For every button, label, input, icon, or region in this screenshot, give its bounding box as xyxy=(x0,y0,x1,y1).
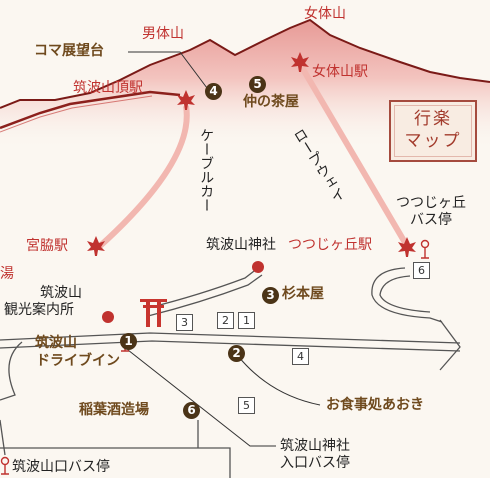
box-1: 1 xyxy=(238,312,255,329)
label-inaba-brewery[interactable]: 稲葉酒造場 xyxy=(79,402,149,418)
peak-nyotai: 女体山 xyxy=(304,6,346,22)
torii-icon xyxy=(140,299,167,327)
road-right-branch xyxy=(439,319,461,371)
label-miyawaki-station[interactable]: 宮脇駅 xyxy=(26,238,68,254)
leader-koma xyxy=(128,51,208,89)
ropeway-route xyxy=(297,62,410,248)
label-oshokuji-aoki[interactable]: お食事処あおき xyxy=(326,397,424,413)
marker-3[interactable]: 3 xyxy=(262,287,279,304)
cable-car-label: ケーブルカー xyxy=(198,128,215,212)
label-tsukuba-summit-station[interactable]: 筑波山頂駅 xyxy=(73,80,143,96)
marker-6[interactable]: 6 xyxy=(183,402,200,419)
label-onsen-partial: 湯 xyxy=(0,266,14,282)
label-shrine-bus-2[interactable]: 入口バス停 xyxy=(280,455,350,471)
road-main-2 xyxy=(0,340,461,352)
marker-5[interactable]: 5 xyxy=(249,76,266,93)
bus-stop-icon-tsukubasan-guchi xyxy=(0,456,10,475)
box-4: 4 xyxy=(292,348,309,365)
label-drivein-2[interactable]: ドライブイン xyxy=(36,353,120,369)
box-6: 6 xyxy=(413,262,430,279)
peak-nantai: 男体山 xyxy=(142,26,184,42)
map-title-box: 行楽 マップ xyxy=(389,100,477,162)
shrine-dot[interactable] xyxy=(252,261,264,273)
label-tsutsujigaoka-station[interactable]: つつじヶ丘駅 xyxy=(288,237,372,253)
road-bottom-left xyxy=(0,419,6,456)
maple-leaf-icon-tsukuba-summit xyxy=(177,90,195,110)
marker-4[interactable]: 4 xyxy=(205,83,222,100)
road-shrine-2 xyxy=(147,274,263,317)
label-nyotai-station[interactable]: 女体山駅 xyxy=(312,64,368,80)
marker-2[interactable]: 2 xyxy=(228,345,245,362)
map-title-line2: マップ xyxy=(404,131,462,152)
road-lower xyxy=(0,447,231,478)
label-sugimotoya[interactable]: 杉本屋 xyxy=(282,286,324,302)
ridge-line xyxy=(0,18,490,109)
label-tsukubasan-guchi-bus[interactable]: 筑波山口バス停 xyxy=(12,459,110,475)
leader-oshokuji xyxy=(237,355,321,406)
map-title-line1: 行楽 xyxy=(414,109,452,129)
road-loop-2 xyxy=(379,275,431,313)
leader-shrine-bus xyxy=(127,349,276,447)
box-3: 3 xyxy=(176,314,193,331)
left-ridge xyxy=(0,90,181,130)
bus-stop-icon-tsutsujigaoka xyxy=(420,239,430,259)
road-left xyxy=(0,341,23,401)
label-tsukuba-shrine[interactable]: 筑波山神社 xyxy=(206,237,276,253)
label-naka-chaya[interactable]: 仲の茶屋 xyxy=(243,94,299,110)
marker-1[interactable]: 1 xyxy=(120,333,137,350)
label-tourist-center-1[interactable]: 筑波山 xyxy=(40,285,82,301)
label-shrine-bus-1[interactable]: 筑波山神社 xyxy=(280,438,350,454)
label-koma[interactable]: コマ展望台 xyxy=(34,43,104,59)
tourist-center-dot[interactable] xyxy=(102,311,114,323)
maple-leaf-icon-miyawaki xyxy=(87,236,105,256)
maple-leaf-icon-tsutsujigaoka xyxy=(398,237,416,257)
box-5: 5 xyxy=(238,397,255,414)
mountain-area xyxy=(0,20,490,150)
label-tsutsujigaoka-bus-1[interactable]: つつじヶ丘 xyxy=(396,195,466,211)
label-tourist-center-2[interactable]: 観光案内所 xyxy=(4,302,74,318)
road-main xyxy=(0,332,461,344)
label-tsutsujigaoka-bus-2[interactable]: バス停 xyxy=(410,212,452,228)
cable-car-route xyxy=(97,105,190,249)
maple-leaf-icon-nyotai xyxy=(291,52,309,72)
road-loop xyxy=(371,267,443,323)
box-2: 2 xyxy=(217,312,234,329)
label-drivein-1[interactable]: 筑波山 xyxy=(35,335,77,351)
